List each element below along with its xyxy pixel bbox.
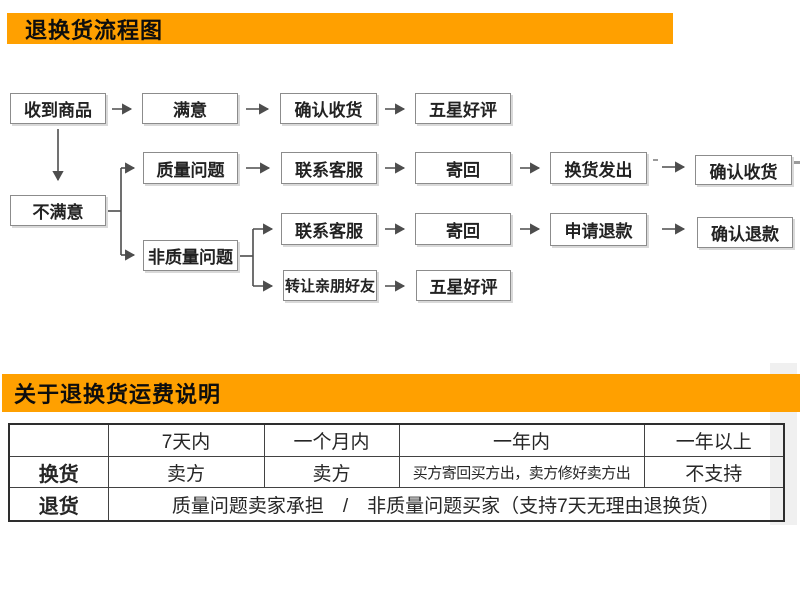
return-exchange-flowchart: 收到商品 满意 确认收货 五星好评 质量问题 联系客服 寄回 换货发出 确认收货…	[10, 93, 800, 301]
flow-node-confirm-receipt-top: 确认收货	[280, 93, 377, 124]
flow-node-exchange-shipped: 换货发出	[550, 152, 647, 184]
cropped-arrow-remnant-2	[794, 161, 800, 164]
fee-header-empty	[8, 423, 109, 457]
flow-node-confirm-refund: 确认退款	[697, 217, 793, 248]
flow-section-title: 退换货流程图	[25, 17, 164, 43]
fee-table-header-row: 7天内 一个月内 一年内 一年以上	[8, 423, 785, 457]
fee-header-1year: 一年内	[398, 423, 645, 457]
section-flow-header: 退换货流程图	[7, 13, 673, 44]
fee-row-exchange: 换货 卖方 卖方 买方寄回买方出，卖方修好卖方出 不支持	[8, 456, 785, 488]
flow-node-receive-goods: 收到商品	[10, 93, 106, 124]
flow-connectors	[52, 103, 686, 292]
flow-node-contact-service-1: 联系客服	[281, 152, 377, 184]
flow-node-non-quality-issue: 非质量问题	[143, 240, 238, 271]
fee-return-policy: 质量问题卖家承担 / 非质量问题买家（支持7天无理由退换货）	[107, 487, 785, 522]
flow-node-confirm-receipt-2: 确认收货	[695, 155, 792, 185]
fee-row-exchange-label: 换货	[8, 456, 109, 488]
fee-header-1month: 一个月内	[263, 423, 400, 457]
fee-exchange-7days: 卖方	[107, 456, 265, 488]
cropped-arrow-remnant-1	[653, 159, 658, 161]
flow-node-satisfied: 满意	[142, 93, 238, 124]
fee-header-over-1year: 一年以上	[643, 423, 785, 457]
fee-exchange-1month: 卖方	[263, 456, 400, 488]
fee-table: 7天内 一个月内 一年内 一年以上 换货 卖方 卖方 买方寄回买方出，卖方修好卖…	[8, 423, 785, 522]
fee-row-return-label: 退货	[8, 487, 109, 522]
fee-exchange-over-1year: 不支持	[643, 456, 785, 488]
flow-node-five-star-top: 五星好评	[415, 93, 511, 124]
flow-node-transfer-to-friends: 转让亲朋好友	[283, 270, 377, 301]
section-fee-header: 关于退换货运费说明	[2, 374, 800, 412]
fee-section-title: 关于退换货运费说明	[14, 382, 222, 407]
flow-node-quality-issue: 质量问题	[143, 152, 238, 184]
flow-node-send-back-2: 寄回	[415, 213, 511, 245]
flow-node-unsatisfied: 不满意	[10, 195, 106, 226]
flow-node-five-star-bottom: 五星好评	[416, 270, 511, 301]
flow-node-contact-service-2: 联系客服	[281, 213, 377, 245]
flow-node-send-back-1: 寄回	[415, 152, 511, 184]
fee-row-return: 退货 质量问题卖家承担 / 非质量问题买家（支持7天无理由退换货）	[8, 487, 785, 522]
flow-node-apply-refund: 申请退款	[550, 213, 647, 246]
fee-header-7days: 7天内	[107, 423, 265, 457]
fee-exchange-1year: 买方寄回买方出，卖方修好卖方出	[398, 456, 645, 488]
